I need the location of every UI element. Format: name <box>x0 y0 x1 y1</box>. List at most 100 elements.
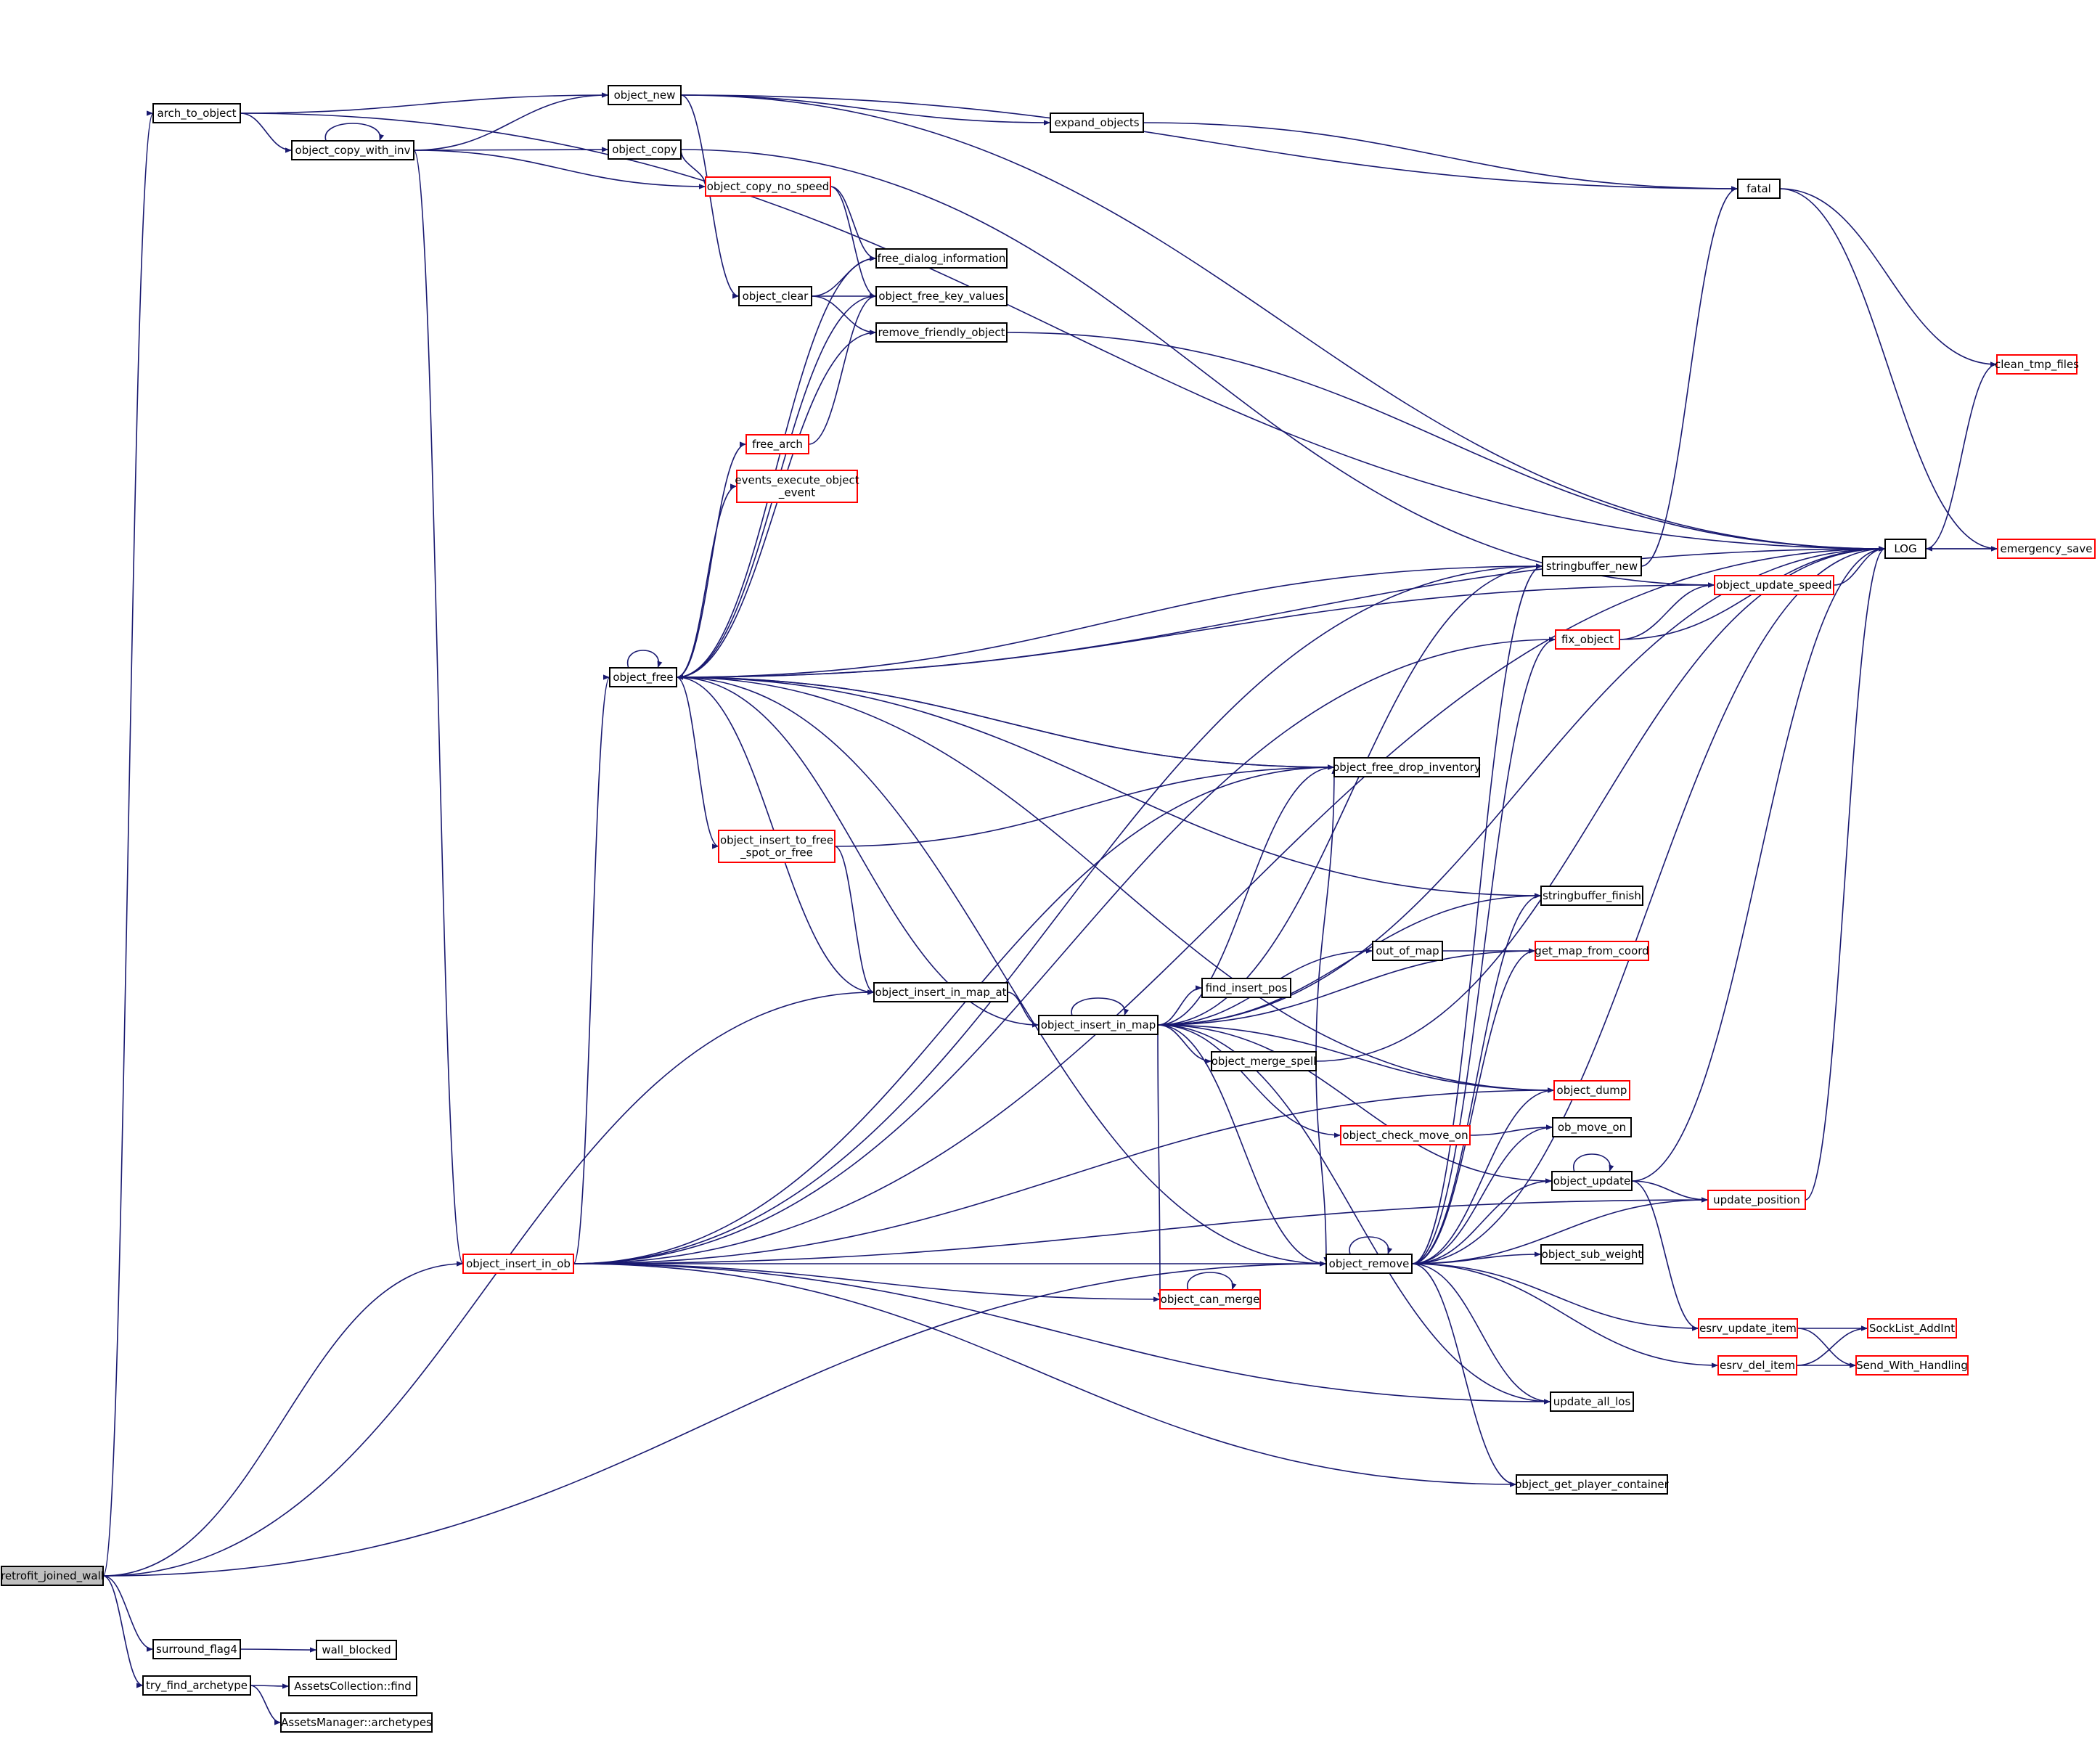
node-label: SockList_AddInt <box>1869 1322 1955 1336</box>
node-label: esrv_del_item <box>1720 1359 1795 1373</box>
node-object-copy-with-inv[interactable]: object_copy_with_inv <box>291 140 414 160</box>
node-update-position[interactable]: update_position <box>1707 1190 1806 1210</box>
edge-object-insert-in-ob-to-update-position <box>573 1197 1709 1264</box>
edge-object-remove-to-object-remove <box>1349 1236 1393 1255</box>
edge-object-update-to-LOG <box>1631 546 1886 1182</box>
node-retrofit[interactable]: retrofit_joined_wall <box>1 1566 104 1586</box>
node-box <box>291 140 414 160</box>
node-Send-With-Handling[interactable]: Send_With_Handling <box>1855 1355 1969 1376</box>
node-label: try_find_archetype <box>146 1679 248 1693</box>
edge-object-free-to-object-dump <box>676 677 1555 1093</box>
edge-object-insert-in-ob-to-object-dump <box>573 1087 1555 1264</box>
node-label: remove_friendly_object <box>878 326 1005 340</box>
node-out-of-map[interactable]: out_of_map <box>1372 941 1443 961</box>
node-box <box>280 1712 433 1733</box>
node-object-dump[interactable]: object_dump <box>1553 1080 1630 1100</box>
edge-arch-to-object-to-LOG <box>240 113 1886 552</box>
node-label: free_arch <box>752 438 803 451</box>
node-object-remove[interactable]: object_remove <box>1325 1254 1413 1274</box>
node-label: _spot_or_free <box>740 846 813 860</box>
node-box <box>1555 629 1620 650</box>
node-object-new[interactable]: object_new <box>608 85 682 105</box>
node-object-clear[interactable]: object_clear <box>738 286 812 306</box>
edge-object-insert-in-map-to-get-map-from-coord <box>1157 948 1536 1026</box>
node-object-copy[interactable]: object_copy <box>608 139 682 160</box>
edge-update-position-to-LOG <box>1805 546 1886 1201</box>
node-AssetsCollection-find[interactable]: AssetsCollection::find <box>288 1676 417 1696</box>
node-fatal[interactable]: fatal <box>1737 179 1781 199</box>
node-box <box>875 322 1008 343</box>
node-box <box>1038 1015 1159 1035</box>
node-SockList-AddInt[interactable]: SockList_AddInt <box>1867 1318 1957 1338</box>
edge-free-arch-to-object-free-key-values <box>808 293 877 445</box>
node-LOG[interactable]: LOG <box>1884 539 1927 559</box>
node-label: fix_object <box>1561 633 1614 647</box>
node-update-all-los[interactable]: update_all_los <box>1550 1391 1634 1412</box>
node-stringbuffer-new[interactable]: stringbuffer_new <box>1542 556 1642 576</box>
node-object-free[interactable]: object_free <box>609 667 677 687</box>
node-object-insert-in-ob[interactable]: object_insert_in_ob <box>462 1254 574 1274</box>
node-label: object_check_move_on <box>1342 1129 1468 1143</box>
node-label: AssetsCollection::find <box>294 1680 412 1693</box>
node-object-copy-no-speed[interactable]: object_copy_no_speed <box>705 176 831 197</box>
node-object-update[interactable]: object_update <box>1551 1171 1633 1191</box>
node-box <box>1325 1254 1413 1274</box>
node-object-check-move-on[interactable]: object_check_move_on <box>1340 1125 1471 1145</box>
node-stringbuffer-finish[interactable]: stringbuffer_finish <box>1540 886 1643 906</box>
edge-object-remove-to-object-dump <box>1411 1087 1555 1264</box>
node-ob-move-on[interactable]: ob_move_on <box>1552 1117 1632 1137</box>
node-free-dialog-information[interactable]: free_dialog_information <box>875 248 1008 269</box>
edge-object-update-to-update-position <box>1631 1180 1709 1203</box>
node-label: ob_move_on <box>1558 1121 1626 1135</box>
edge-object-free-to-stringbuffer-finish <box>676 677 1542 899</box>
node-box <box>462 1254 574 1274</box>
node-clean-tmp-files[interactable]: clean_tmp_files <box>1995 354 2079 375</box>
edge-object-insert-in-map-to-object-can-merge <box>1157 1024 1163 1300</box>
node-box <box>745 434 809 454</box>
node-object-update-speed[interactable]: object_update_speed <box>1714 575 1834 595</box>
node-box <box>1714 575 1834 595</box>
edge-object-insert-in-ob-to-object-can-merge <box>573 1263 1161 1302</box>
node-label: object_insert_in_map_at <box>875 986 1006 1000</box>
edge-try-find-archetype-to-AssetsManager-archetypes <box>250 1685 282 1725</box>
node-object-insert-in-map[interactable]: object_insert_in_map <box>1038 1015 1159 1035</box>
node-object-insert-in-map-at[interactable]: object_insert_in_map_at <box>873 982 1008 1002</box>
node-AssetsManager-archetypes[interactable]: AssetsManager::archetypes <box>280 1712 433 1733</box>
node-events-execute[interactable]: events_execute_object_event <box>735 470 859 503</box>
node-label: object_copy_with_inv <box>295 144 411 158</box>
node-fix-object[interactable]: fix_object <box>1555 629 1620 650</box>
node-object-free-key-values[interactable]: object_free_key_values <box>875 286 1008 306</box>
node-find-insert-pos[interactable]: find_insert_pos <box>1201 978 1291 998</box>
node-label: wall_blocked <box>322 1643 391 1657</box>
edge-object-remove-to-fix-object <box>1411 637 1556 1264</box>
node-object-insert-to-free[interactable]: object_insert_to_free_spot_or_free <box>718 830 835 863</box>
node-object-merge-spell[interactable]: object_merge_spell <box>1211 1051 1317 1071</box>
node-box <box>1050 113 1144 133</box>
node-object-can-merge[interactable]: object_can_merge <box>1159 1289 1261 1309</box>
node-free-arch[interactable]: free_arch <box>745 434 809 454</box>
node-expand-objects[interactable]: expand_objects <box>1050 113 1144 133</box>
node-get-map-from-coord[interactable]: get_map_from_coord <box>1535 941 1649 961</box>
edge-object-merge-spell-to-LOG <box>1315 546 1886 1062</box>
node-esrv-del-item[interactable]: esrv_del_item <box>1717 1355 1797 1376</box>
node-label: events_execute_object <box>735 474 859 488</box>
node-object-free-drop-inventory[interactable]: object_free_drop_inventory <box>1333 757 1481 777</box>
edge-surround-flag4-to-wall-blocked <box>240 1647 317 1653</box>
node-remove-friendly-object[interactable]: remove_friendly_object <box>875 322 1008 343</box>
node-emergency-save[interactable]: emergency_save <box>1997 539 2096 559</box>
node-arch-to-object[interactable]: arch_to_object <box>152 103 241 123</box>
node-label: clean_tmp_files <box>1995 358 2079 372</box>
node-object-get-player-container[interactable]: object_get_player_container <box>1515 1474 1670 1495</box>
node-label: _event <box>778 486 815 500</box>
node-wall-blocked[interactable]: wall_blocked <box>316 1640 397 1660</box>
edge-object-can-merge-to-object-can-merge <box>1187 1272 1237 1291</box>
edge-object-insert-to-free-to-object-insert-in-map-at <box>834 846 875 995</box>
node-surround-flag4[interactable]: surround_flag4 <box>152 1639 241 1659</box>
edge-object-insert-to-free-to-object-free-drop-inventory <box>834 764 1335 847</box>
edge-object-insert-in-map-to-object-remove <box>1157 1024 1327 1267</box>
node-box <box>1540 1244 1643 1264</box>
node-object-sub-weight[interactable]: object_sub_weight <box>1540 1244 1643 1264</box>
edge-object-insert-in-map-to-object-merge-spell <box>1157 1024 1212 1064</box>
node-try-find-archetype[interactable]: try_find_archetype <box>142 1675 251 1696</box>
node-esrv-update-item[interactable]: esrv_update_item <box>1698 1318 1798 1338</box>
